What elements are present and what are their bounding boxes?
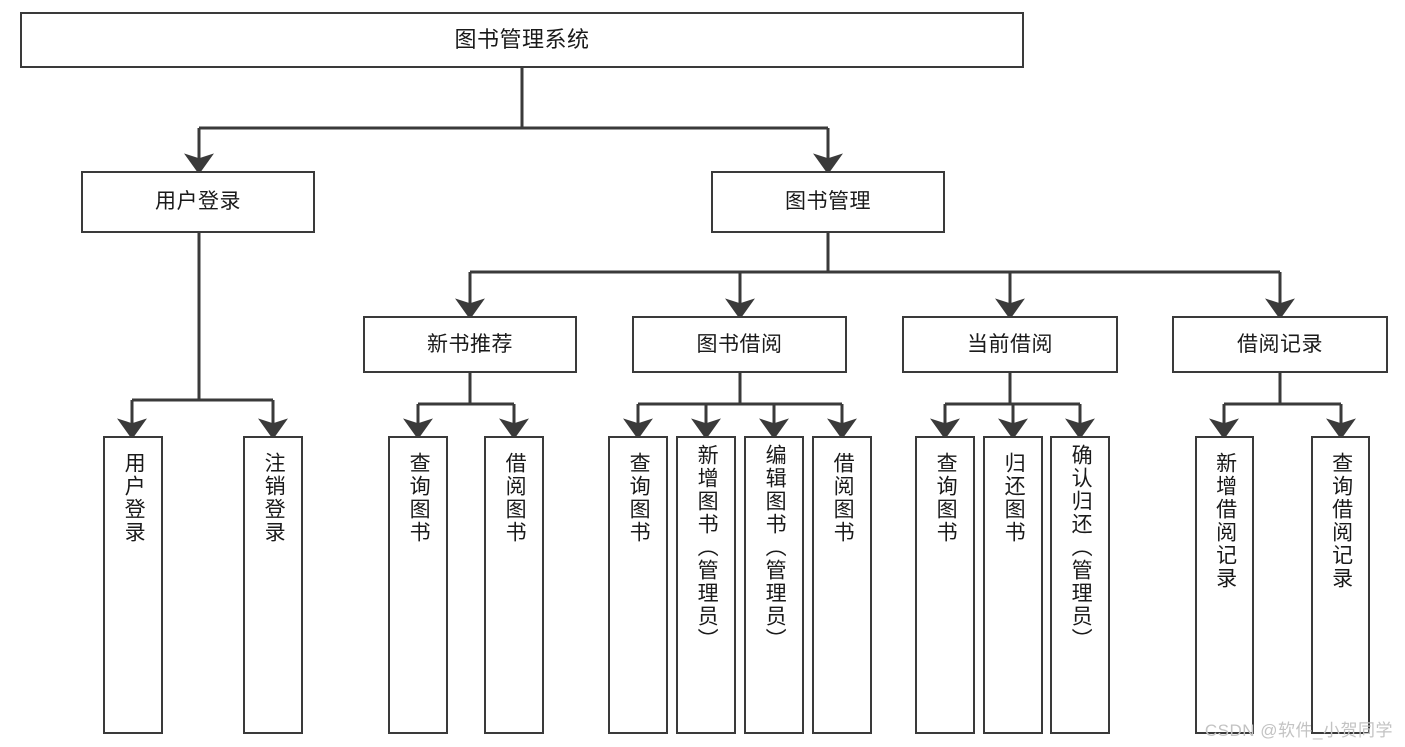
node-book-management[interactable]: 图书管理 [711, 171, 945, 233]
node-label: 借阅图书 [831, 452, 855, 544]
node-current-borrow[interactable]: 当前借阅 [902, 316, 1118, 373]
node-label: 注销登录 [262, 452, 286, 544]
node-leaf-query-book-borrow[interactable]: 查询图书 [608, 436, 668, 734]
watermark-text: CSDN @软件_小贺同学 [1204, 721, 1393, 740]
node-label: 新增借阅记录 [1213, 452, 1237, 590]
node-label: 查询图书 [407, 452, 431, 544]
node-label: 图书借阅 [696, 332, 783, 356]
node-leaf-return-book[interactable]: 归还图书 [983, 436, 1043, 734]
node-leaf-add-book-admin[interactable]: 新增图书（管理员） [676, 436, 736, 734]
node-label: 当前借阅 [967, 332, 1053, 356]
node-leaf-confirm-return-admin[interactable]: 确认归还（管理员） [1050, 436, 1110, 734]
node-label: 借阅图书 [503, 452, 527, 544]
node-label: 图书管理 [785, 190, 871, 214]
node-label: 借阅记录 [1237, 332, 1323, 356]
node-root-system[interactable]: 图书管理系统 [20, 12, 1024, 68]
node-label: 用户登录 [122, 452, 146, 544]
node-label: 确认归还（管理员） [1069, 444, 1093, 651]
node-label: 查询借阅记录 [1329, 452, 1353, 590]
node-leaf-query-borrow-record[interactable]: 查询借阅记录 [1311, 436, 1370, 734]
node-label: 新书推荐 [427, 332, 513, 356]
node-leaf-user-login[interactable]: 用户登录 [103, 436, 163, 734]
node-label: 图书管理系统 [454, 27, 590, 53]
node-leaf-edit-book-admin[interactable]: 编辑图书（管理员） [744, 436, 804, 734]
node-leaf-borrow-book[interactable]: 借阅图书 [812, 436, 872, 734]
node-book-borrow[interactable]: 图书借阅 [632, 316, 847, 373]
node-label: 归还图书 [1002, 452, 1026, 544]
node-label: 用户登录 [155, 190, 241, 214]
node-user-login[interactable]: 用户登录 [81, 171, 315, 233]
node-leaf-query-book-recommend[interactable]: 查询图书 [388, 436, 448, 734]
node-new-book-recommend[interactable]: 新书推荐 [363, 316, 577, 373]
node-leaf-logout[interactable]: 注销登录 [243, 436, 303, 734]
node-label: 查询图书 [627, 452, 651, 544]
node-leaf-add-borrow-record[interactable]: 新增借阅记录 [1195, 436, 1254, 734]
node-label: 新增图书（管理员） [695, 444, 719, 651]
node-label: 查询图书 [934, 452, 958, 544]
node-label: 编辑图书（管理员） [763, 444, 787, 651]
node-borrow-records[interactable]: 借阅记录 [1172, 316, 1388, 373]
node-leaf-query-book-current[interactable]: 查询图书 [915, 436, 975, 734]
node-leaf-borrow-book-recommend[interactable]: 借阅图书 [484, 436, 544, 734]
